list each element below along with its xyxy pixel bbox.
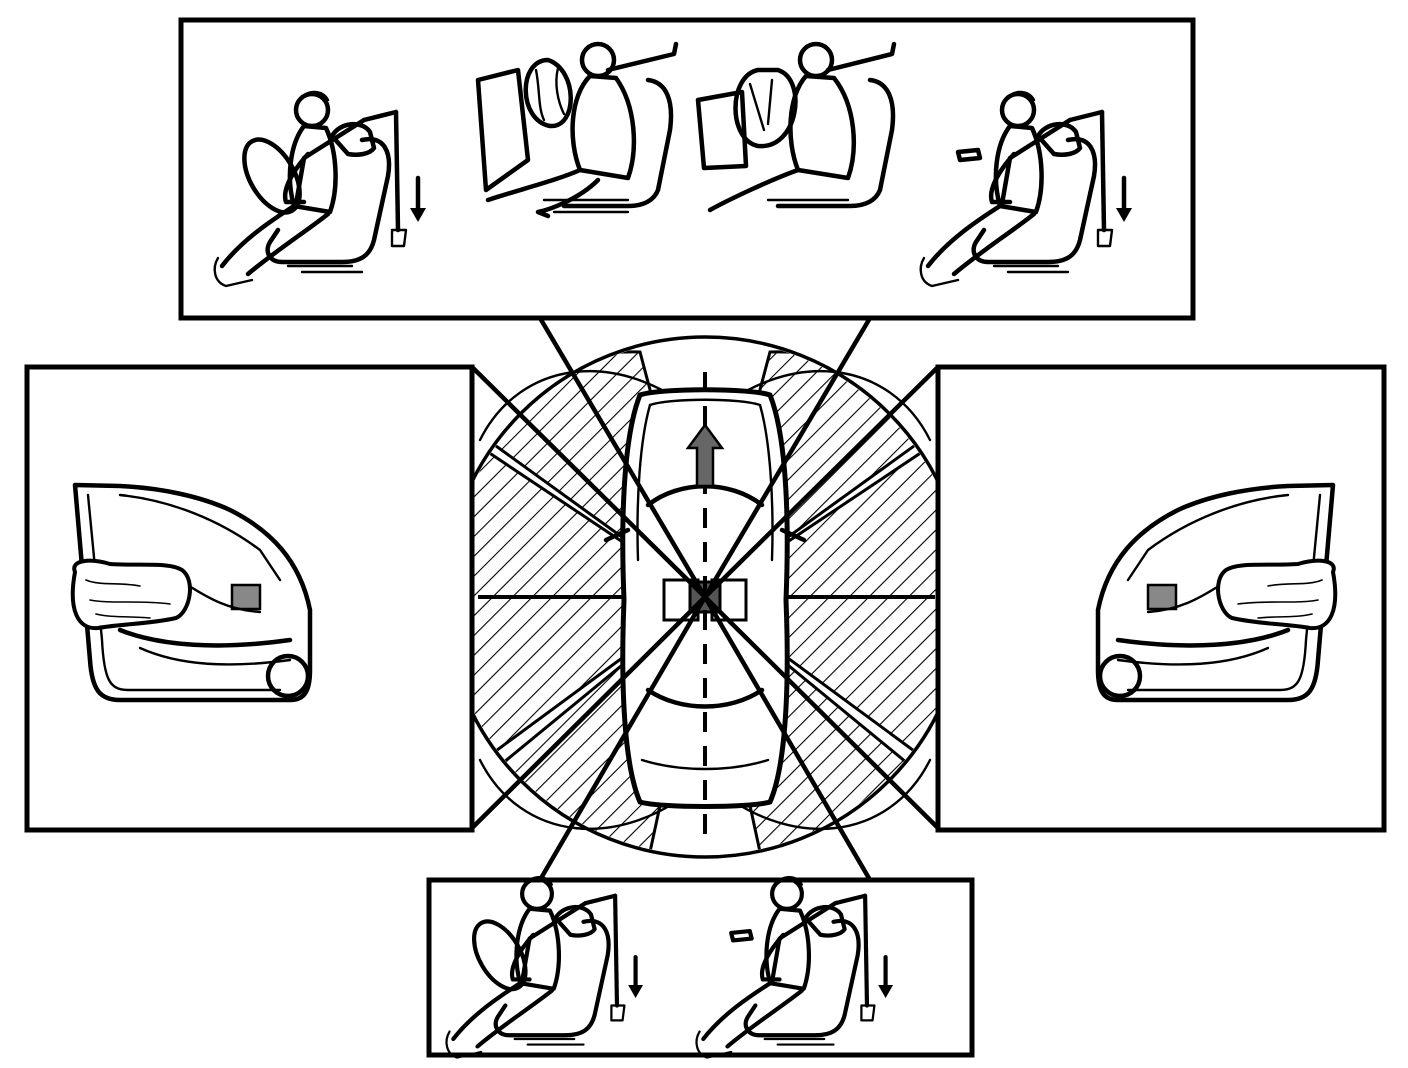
passenger-frontal-airbag-figure <box>695 41 897 213</box>
right-side-airbag <box>1216 558 1338 631</box>
driver-pretensioner-figure <box>215 92 426 286</box>
left-side-airbag <box>70 558 192 631</box>
left-door-side-airbag-figure <box>70 482 313 703</box>
driver-frontal-airbag-figure <box>475 41 679 219</box>
vehicle-top-view <box>603 372 807 835</box>
rear-driver-pretensioner-figure <box>447 877 643 1057</box>
forward-arrow-icon <box>685 422 725 488</box>
panel-left-side-collision <box>24 364 475 833</box>
panel-right-side-collision <box>935 364 1387 833</box>
panel-frontal-collision <box>178 17 1196 321</box>
panel-rear-collision <box>426 877 975 1057</box>
callout-connectors <box>467 315 943 883</box>
rear-passenger-pretensioner-figure <box>697 877 893 1057</box>
right-door-side-airbag-figure <box>1095 482 1338 703</box>
passenger-pretensioner-figure <box>921 92 1132 286</box>
